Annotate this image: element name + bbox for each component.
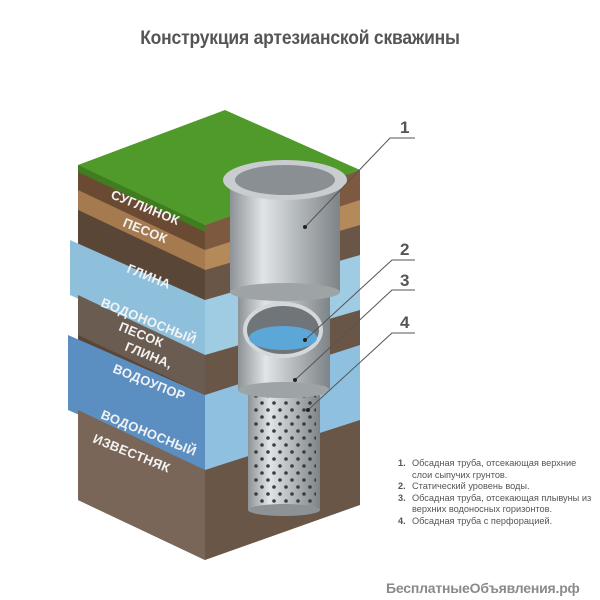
legend-item: 1. Обсадная труба, отсекающая верхние сл… <box>398 458 577 480</box>
legend-item: 2. Статический уровень воды. <box>398 481 530 491</box>
legend-item: 4. Обсадная труба с перфорацией. <box>398 515 553 526</box>
callout-number-4: 4 <box>400 313 410 332</box>
callout-number-3: 3 <box>400 271 409 290</box>
grass-top <box>78 110 360 225</box>
callout-number-2: 2 <box>400 240 409 259</box>
legend: 1. Обсадная труба, отсекающая верхние сл… <box>398 458 593 527</box>
well-pipes <box>223 160 347 516</box>
static-water-level <box>249 326 317 350</box>
diagram-title: Конструкция артезианской скважины <box>140 28 460 49</box>
legend-item: 3. Обсадная труба, отсекающая плывуны из… <box>398 492 592 515</box>
callout-number-1: 1 <box>400 118 409 137</box>
callouts <box>294 137 415 411</box>
upper-casing-pipe <box>230 182 340 292</box>
watermark: БесплатныеОбъявления.рф <box>386 580 580 596</box>
